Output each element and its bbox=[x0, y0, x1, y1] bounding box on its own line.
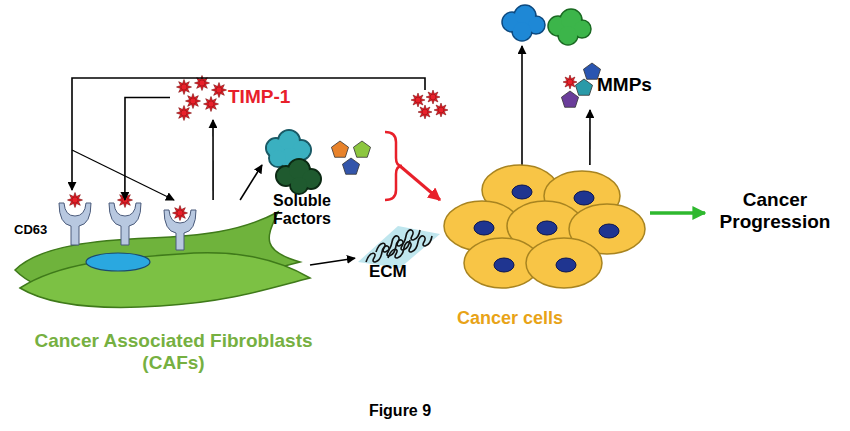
nucleus bbox=[86, 253, 150, 271]
node-label: Cancer Progression bbox=[705, 189, 845, 233]
node-label: TIMP-1 bbox=[228, 86, 298, 108]
node-label: Cancer Associated Fibroblasts (CAFs) bbox=[6, 330, 341, 374]
bracket bbox=[385, 132, 402, 200]
receptor bbox=[109, 203, 141, 245]
connector-arrow bbox=[212, 120, 214, 200]
nucleus bbox=[494, 258, 514, 272]
nucleus bbox=[574, 191, 594, 205]
soluble-cloud-fill bbox=[277, 160, 320, 193]
pentagon-molecule bbox=[575, 79, 592, 95]
fibroblast-front bbox=[20, 253, 310, 308]
secreted-cloud bbox=[502, 5, 545, 41]
connector-arrow bbox=[650, 211, 705, 215]
timp-molecule bbox=[118, 193, 133, 208]
timp-molecule bbox=[186, 94, 201, 109]
timp-molecule bbox=[426, 90, 440, 104]
pentagon-molecule bbox=[561, 91, 578, 107]
branch-line bbox=[72, 150, 174, 200]
cd63-receptors bbox=[59, 203, 196, 250]
connector-arrow bbox=[240, 165, 262, 200]
nucleus-group bbox=[474, 185, 619, 272]
mmps-node: MMPs bbox=[555, 62, 665, 110]
ecm-plane bbox=[358, 226, 440, 268]
ecm-node: ECM bbox=[355, 228, 440, 285]
timp-node: TIMP-1 bbox=[170, 75, 295, 120]
connector-arrow bbox=[310, 258, 355, 265]
timp-molecule bbox=[68, 193, 83, 208]
cancer-cells-node: Cancer cells bbox=[440, 165, 650, 340]
figure-caption: Figure 9 bbox=[325, 402, 475, 420]
cloud-lobe bbox=[291, 177, 307, 193]
nucleus bbox=[474, 221, 494, 235]
progression-node: Cancer Progression bbox=[705, 178, 845, 248]
node-label: Cancer cells bbox=[440, 308, 580, 329]
pentagon-molecule bbox=[353, 141, 370, 157]
ecm-fiber bbox=[376, 230, 420, 252]
secreted-cloud-fill bbox=[549, 10, 590, 44]
pentagon-molecule bbox=[342, 158, 359, 174]
soluble-cloud bbox=[276, 159, 321, 194]
node-label: MMPs bbox=[597, 74, 667, 96]
timp-molecule bbox=[173, 206, 188, 221]
nucleus bbox=[537, 221, 557, 235]
cancer-cell-group bbox=[444, 165, 645, 288]
timp-molecule bbox=[411, 93, 425, 107]
timp-molecule bbox=[212, 83, 227, 98]
ecm-fiber bbox=[388, 236, 432, 258]
node-label: Soluble Factors bbox=[262, 192, 342, 229]
cloud-lobe bbox=[270, 150, 286, 166]
cloud-lobe bbox=[513, 22, 531, 40]
timp-molecule bbox=[563, 75, 577, 89]
secreted-cloud-fill bbox=[503, 6, 544, 40]
nucleus bbox=[599, 224, 619, 238]
timp-molecule bbox=[434, 103, 448, 117]
connector-arrow bbox=[400, 166, 440, 200]
secreted-cloud bbox=[548, 9, 591, 45]
connector-arrow bbox=[589, 110, 591, 165]
connector-arrow bbox=[125, 98, 170, 201]
cancer-cell bbox=[526, 238, 602, 288]
soluble-factors-node: Soluble Factors bbox=[262, 130, 400, 230]
part-label: CD63 bbox=[14, 223, 64, 238]
timp-molecule bbox=[177, 106, 192, 121]
timp-molecule bbox=[177, 80, 192, 95]
receptor bbox=[59, 203, 91, 245]
timp-molecule bbox=[418, 105, 432, 119]
pentagon-molecule bbox=[331, 141, 348, 157]
nucleus bbox=[512, 185, 532, 199]
timp-molecule bbox=[204, 97, 219, 112]
fibroblast-cells bbox=[15, 212, 310, 307]
nucleus bbox=[556, 258, 576, 272]
feedback-line bbox=[72, 78, 425, 190]
cloud-lobe bbox=[559, 26, 577, 44]
node-label: ECM bbox=[369, 262, 429, 282]
fibroblast-node: Cancer Associated Fibroblasts (CAFs) bbox=[10, 200, 310, 300]
